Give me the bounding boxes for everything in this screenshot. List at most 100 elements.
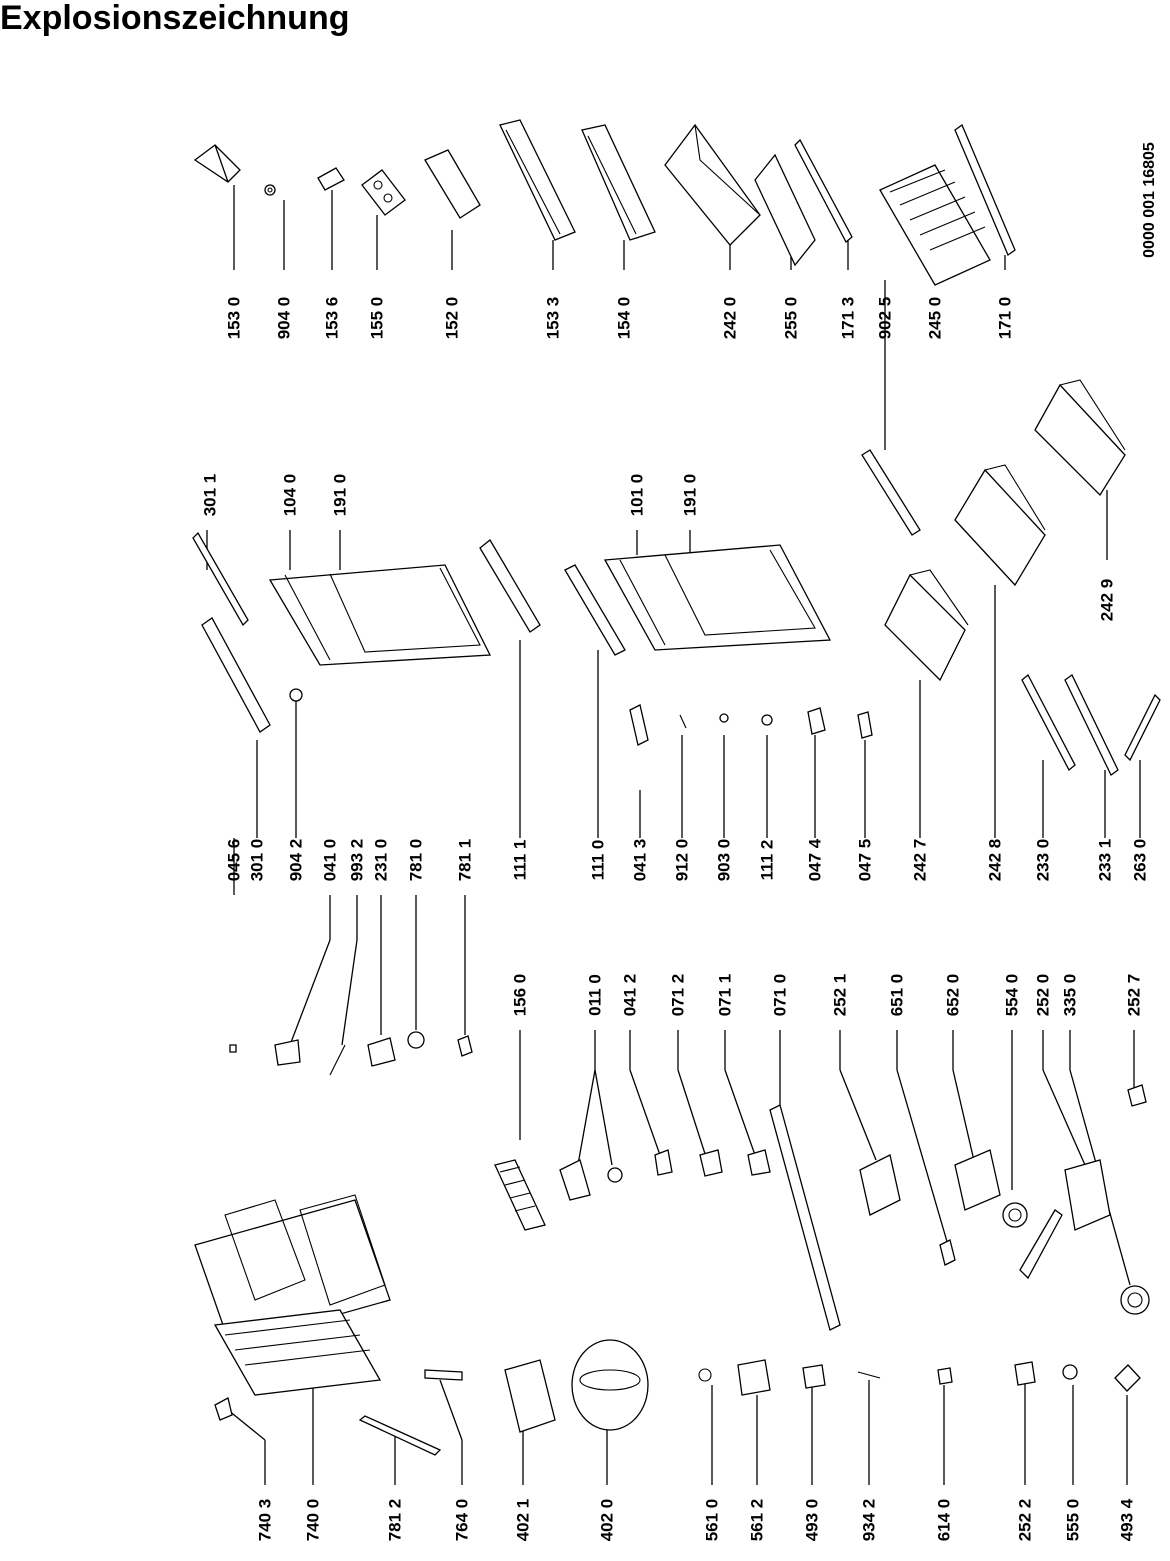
part-245-0-drawing — [879, 164, 991, 286]
part-071-0-drawing — [769, 1104, 841, 1331]
part-number-label-047-4: 047 4 — [806, 838, 825, 881]
part-993-2-drawing — [329, 1044, 346, 1076]
part-651-0-drawing — [939, 1239, 956, 1266]
part-number-label-153-0: 153 0 — [225, 297, 244, 340]
part-number-label-493-0: 493 0 — [803, 1499, 822, 1542]
part-153-6-drawing — [317, 167, 345, 191]
part-242-7-drawing — [884, 569, 969, 682]
part-number-label-781-0: 781 0 — [407, 839, 426, 882]
part-231-0-drawing — [367, 1037, 396, 1067]
part-number-label-111-0: 111 0 — [589, 840, 608, 881]
part-904-0-drawing — [264, 184, 276, 196]
part-number-label-252-0: 252 0 — [1034, 974, 1053, 1017]
part-301-1-drawing — [192, 531, 249, 627]
part-number-label-781-1: 781 1 — [456, 839, 475, 882]
part-071-1-drawing — [747, 1149, 771, 1176]
part-number-label-242-8: 242 8 — [986, 839, 1005, 882]
part-041-0-drawing — [274, 1039, 301, 1066]
part-101-0-frame-drawing — [603, 544, 832, 651]
part-153-0-drawing — [193, 144, 241, 183]
part-number-label-155-0: 155 0 — [368, 297, 387, 340]
part-154-0-drawing — [581, 124, 656, 241]
parts — [192, 119, 1161, 1456]
part-902-5-drawing — [861, 449, 921, 536]
part-045-6-301-0-drawing — [201, 617, 271, 733]
part-number-label-191-0-a: 191 0 — [331, 474, 350, 517]
page-title: Explosionszeichnung — [0, 0, 350, 37]
part-number-label-242-9: 242 9 — [1098, 579, 1117, 622]
part-number-label-101-0: 101 0 — [628, 474, 647, 517]
part-number-label-045-6: 045 6 — [225, 839, 244, 882]
part-011-0-drawing — [559, 1159, 623, 1201]
part-104-0-frame-drawing — [268, 564, 492, 666]
part-number-label-041-3: 041 3 — [631, 839, 650, 882]
part-number-label-231-0: 231 0 — [372, 839, 391, 882]
part-614-0-drawing — [937, 1367, 953, 1385]
part-740-3-drawing — [214, 1397, 233, 1421]
part-number-label-402-0: 402 0 — [598, 1499, 617, 1542]
part-number-label-903-0: 903 0 — [715, 839, 734, 882]
part-number-label-652-0: 652 0 — [944, 974, 963, 1017]
part-764-0-drawing — [424, 1369, 463, 1381]
part-number-label-171-3: 171 3 — [839, 297, 858, 340]
part-071-2-drawing — [699, 1149, 723, 1177]
part-number-label-561-2: 561 2 — [748, 1499, 767, 1542]
part-number-label-171-0: 171 0 — [996, 297, 1015, 340]
part-041-3-drawing — [629, 704, 649, 746]
part-493-0-drawing — [802, 1364, 826, 1389]
part-number-label-104-0: 104 0 — [281, 474, 300, 517]
part-number-label-555-0: 555 0 — [1064, 1499, 1083, 1542]
part-402-0-drawing — [571, 1339, 649, 1431]
part-number-label-071-0: 071 0 — [771, 974, 790, 1017]
part-number-label-041-2: 041 2 — [621, 974, 640, 1017]
part-number-label-154-0: 154 0 — [615, 297, 634, 340]
part-233-1-drawing — [1064, 674, 1119, 776]
part-number-label-301-1: 301 1 — [201, 474, 220, 517]
part-561-0-drawing — [698, 1368, 712, 1382]
part-number-label-402-1: 402 1 — [514, 1499, 533, 1542]
part-740-0-drawing — [213, 1309, 382, 1396]
part-number-label-233-0: 233 0 — [1034, 839, 1053, 882]
part-335-0-drawing — [1120, 1285, 1150, 1315]
part-number-label-152-0: 152 0 — [443, 297, 462, 340]
part-number-label-904-2: 904 2 — [287, 839, 306, 882]
part-493-4-drawing — [1114, 1364, 1141, 1392]
part-number-label-912-0: 912 0 — [673, 839, 692, 882]
part-152-0-drawing — [424, 149, 481, 219]
part-number-label-561-0: 561 0 — [703, 1499, 722, 1542]
part-255-0-drawing — [754, 153, 816, 267]
part-number-label-153-3: 153 3 — [544, 297, 563, 340]
part-903-0-drawing — [719, 713, 729, 723]
part-153-3-drawing — [499, 119, 576, 241]
part-781-2-drawing — [358, 1415, 442, 1456]
part-number-label-902-5: 902 5 — [876, 297, 895, 340]
part-number-label-242-7: 242 7 — [911, 839, 930, 882]
part-number-label-071-2: 071 2 — [669, 974, 688, 1017]
part-number-label-252-7: 252 7 — [1125, 974, 1144, 1017]
part-041-2-drawing — [654, 1149, 673, 1176]
part-171-3-drawing — [794, 138, 853, 244]
part-number-label-301-0: 301 0 — [248, 839, 267, 882]
part-111-2-drawing — [761, 714, 773, 726]
part-402-1-drawing — [504, 1359, 556, 1433]
part-252-0-drawing — [1019, 1159, 1111, 1280]
part-252-7-drawing — [1127, 1084, 1147, 1107]
part-number-label-263-0: 263 0 — [1131, 839, 1150, 882]
part-156-0-drawing — [494, 1159, 546, 1231]
part-555-0-drawing — [1062, 1364, 1078, 1380]
part-number-label-156-0: 156 0 — [511, 974, 530, 1017]
part-number-label-740-3: 740 3 — [256, 1499, 275, 1542]
part-number-label-071-1: 071 1 — [716, 974, 735, 1017]
part-242-0-drawing — [664, 123, 761, 246]
part-number-label-904-0: 904 0 — [275, 297, 294, 340]
part-number-label-781-2: 781 2 — [386, 1499, 405, 1542]
part-number-label-335-0: 335 0 — [1061, 974, 1080, 1017]
part-number-label-111-2: 111 2 — [758, 840, 777, 881]
part-047-4-drawing — [807, 707, 826, 735]
part-number-label-740-0: 740 0 — [304, 1499, 323, 1542]
part-934-2-drawing — [857, 1371, 881, 1379]
part-number-label-041-0: 041 0 — [321, 839, 340, 882]
part-111-0-drawing — [564, 564, 626, 656]
